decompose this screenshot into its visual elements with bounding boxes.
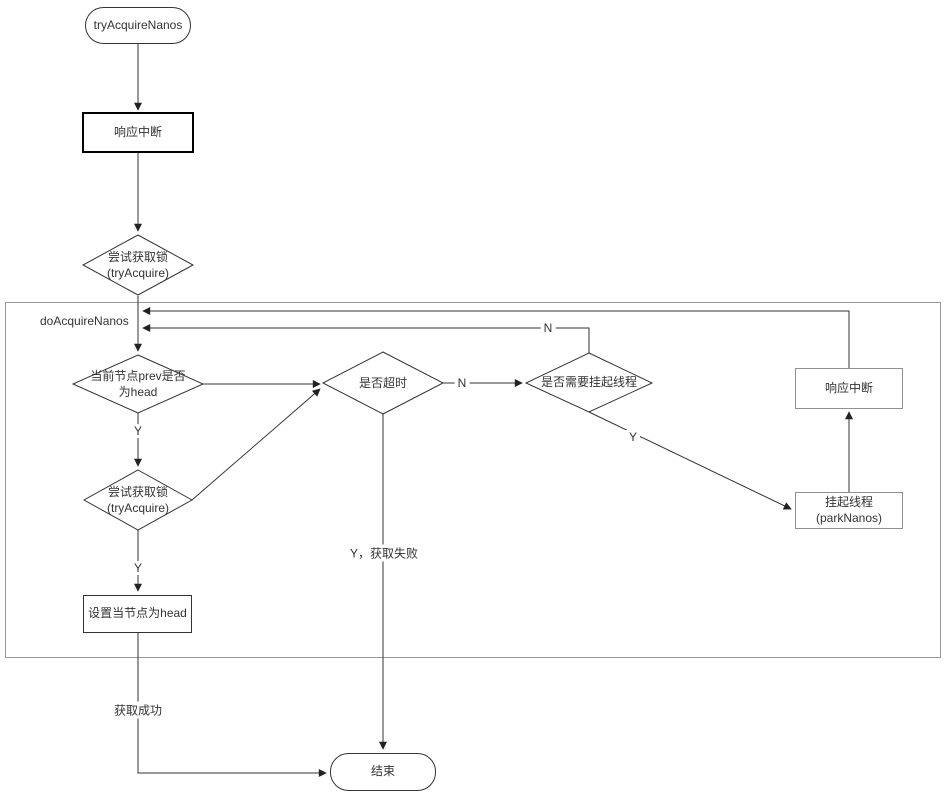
edge-set-head-to-end [137, 632, 327, 777]
try-acquire-outer-diamond [81, 234, 195, 296]
edge-try-acquire-inner-to-is-timeout [191, 388, 321, 501]
is-prev-head-diamond [71, 354, 205, 414]
need-park-diamond [524, 352, 654, 413]
end-node-shape [330, 753, 436, 791]
is-timeout-diamond [321, 351, 445, 415]
park-thread-node-shape [795, 492, 903, 529]
interrupt-top-node-shape [82, 112, 194, 153]
try-acquire-inner-diamond [82, 469, 194, 531]
edge-loop-interrupt-right-to-spine [142, 307, 850, 368]
interrupt-right-node-shape [795, 368, 903, 409]
do-acquire-container-box [5, 302, 941, 658]
edge-need-park-yes-to-park [588, 411, 792, 510]
edge-loop-need-park-no-to-spine [142, 324, 590, 353]
set-head-node-shape [83, 595, 192, 633]
start-node-shape [85, 7, 191, 44]
